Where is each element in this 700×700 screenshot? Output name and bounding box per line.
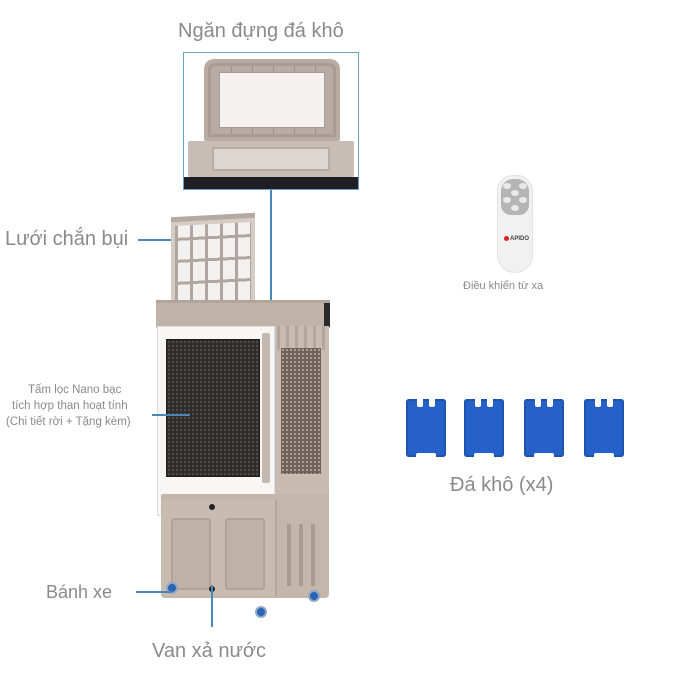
ice-tray-leader-line [270, 190, 272, 302]
remote-button [511, 205, 519, 211]
cooler-side-panel [273, 326, 329, 506]
drain-valve-label: Van xả nước [152, 640, 266, 662]
ice-pack-1 [406, 399, 446, 457]
ice-tray-image [183, 52, 359, 190]
remote-button [503, 183, 511, 189]
remote-label: Điều khiển từ xa [463, 280, 544, 292]
dust-screen-image [171, 212, 255, 312]
side-air-intake-mesh [281, 348, 321, 474]
ice-pack-2 [464, 399, 504, 457]
remote-control: APIDO [497, 175, 533, 273]
ice-tray-lid [204, 59, 340, 141]
remote-button [511, 190, 519, 196]
filter-label-line2: tích hợp than hoạt tính [12, 400, 128, 412]
filter-label-line1: Tấm lọc Nano bạc [28, 384, 122, 396]
wheel-front-right [255, 606, 267, 618]
cooling-pad-filter [166, 339, 260, 477]
tank-top-hole [209, 504, 215, 510]
ice-pack-4 [584, 399, 624, 457]
ice-tray-window [219, 72, 325, 128]
ice-tray-label: Ngăn đựng đá khô [178, 20, 344, 42]
ice-pack-3 [524, 399, 564, 457]
remote-button [519, 197, 527, 203]
filter-leader-line [152, 414, 190, 416]
wheels-leader-line [136, 591, 172, 593]
cooler-front-panel [157, 326, 275, 516]
remote-brand-logo: APIDO [504, 236, 529, 242]
remote-button [503, 197, 511, 203]
cooler-top-cap [156, 300, 330, 328]
ice-packs-label: Đá khô (x4) [450, 474, 554, 496]
drain-valve-leader-line [211, 585, 213, 627]
ice-tray-base [188, 141, 354, 177]
wheels-label: Bánh xe [46, 582, 113, 602]
filter-label-line3: (Chi tiết rời + Tặng kèm) [6, 416, 131, 428]
remote-button [519, 183, 527, 189]
dust-screen-leader-line [138, 239, 196, 241]
cooler-water-tank [161, 494, 329, 598]
wheel-back-right [308, 590, 320, 602]
dust-screen-label: Lưới chắn bụi [5, 228, 129, 250]
